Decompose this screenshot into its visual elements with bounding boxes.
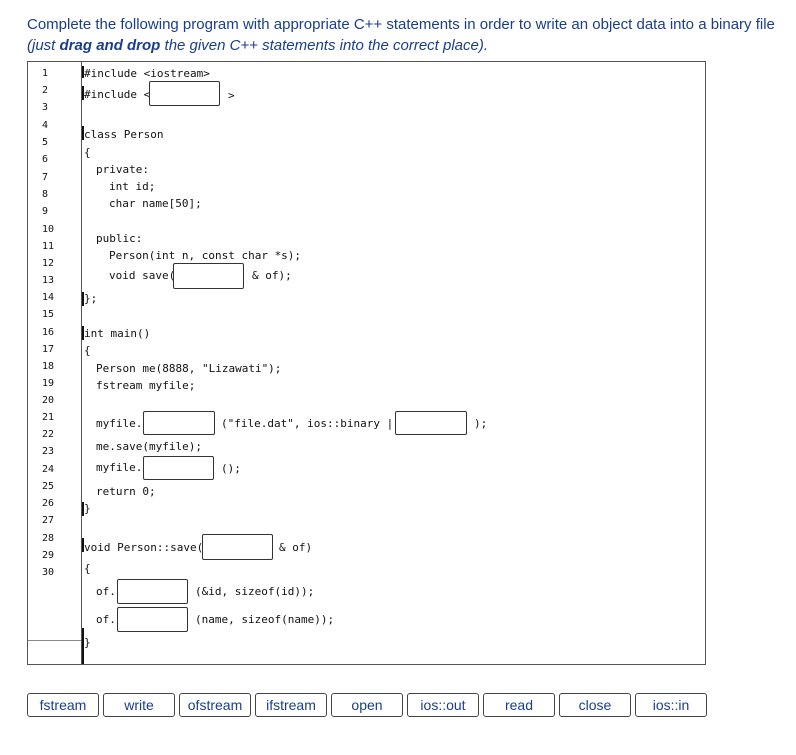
code-marker <box>82 538 84 552</box>
code-line: class Person <box>84 128 164 141</box>
gutter-divider <box>81 62 82 665</box>
code-marker <box>82 126 84 140</box>
line-number: 21 <box>42 412 55 423</box>
code-line: ("file.dat", ios::binary | <box>221 417 394 430</box>
code-line: (&id, sizeof(id)); <box>195 585 315 598</box>
code-line: public: <box>96 232 143 245</box>
line-number: 9 <box>42 206 49 217</box>
option-close[interactable]: close <box>559 693 631 717</box>
blank-write-method-name[interactable] <box>117 607 188 632</box>
blank-close-method[interactable] <box>143 456 214 480</box>
gutter-end-divider <box>28 640 81 641</box>
code-line: > <box>228 89 235 102</box>
line-number: 12 <box>42 258 55 269</box>
line-number: 18 <box>42 361 55 372</box>
code-line: myfile. <box>96 461 143 474</box>
code-marker <box>82 628 84 664</box>
option-ifstream[interactable]: ifstream <box>255 693 327 717</box>
code-line: }; <box>84 292 98 305</box>
code-line: char name[50]; <box>109 197 202 210</box>
instruction-part: Complete the following program with appr… <box>27 16 775 33</box>
code-line: int id; <box>109 180 156 193</box>
blank-write-method-id[interactable] <box>117 579 188 604</box>
code-marker <box>82 326 84 340</box>
line-number: 20 <box>42 395 55 406</box>
option-ios-out[interactable]: ios::out <box>407 693 479 717</box>
option-ofstream[interactable]: ofstream <box>179 693 251 717</box>
blank-header-drop-zone[interactable] <box>149 81 220 106</box>
code-line: & of) <box>279 541 313 554</box>
code-line: of. <box>96 613 116 626</box>
code-line: Person(int n, const char *s); <box>109 249 302 262</box>
code-line: ); <box>474 417 488 430</box>
option-ios-in[interactable]: ios::in <box>635 693 707 717</box>
code-line: fstream myfile; <box>96 379 196 392</box>
line-number: 30 <box>42 567 55 578</box>
instruction-part: the given C++ statements into the correc… <box>160 37 489 54</box>
code-line: & of); <box>252 269 292 282</box>
code-line: { <box>84 344 91 357</box>
line-number: 23 <box>42 446 55 457</box>
line-number: 24 <box>42 464 55 475</box>
line-number: 29 <box>42 550 55 561</box>
option-fstream[interactable]: fstream <box>27 693 99 717</box>
line-number: 17 <box>42 344 55 355</box>
line-number: 8 <box>42 189 49 200</box>
code-marker <box>82 502 84 516</box>
code-line: return 0; <box>96 485 156 498</box>
code-line: private: <box>96 163 149 176</box>
code-marker <box>82 66 84 78</box>
code-line: Person me(8888, "Lizawati"); <box>96 362 282 375</box>
line-number: 10 <box>42 224 55 235</box>
blank-save-param-type[interactable] <box>173 263 244 289</box>
line-number: 28 <box>42 533 55 544</box>
blank-open-mode[interactable] <box>395 411 467 435</box>
line-number: 11 <box>42 241 55 252</box>
line-number: 27 <box>42 515 55 526</box>
line-number: 14 <box>42 292 55 303</box>
line-number: 4 <box>42 120 49 131</box>
code-line: #include <iostream> <box>84 67 210 80</box>
line-number: 25 <box>42 481 55 492</box>
code-line: void save( <box>109 269 176 282</box>
line-number: 1 <box>42 68 49 79</box>
line-number: 3 <box>42 102 49 113</box>
line-number: 19 <box>42 378 55 389</box>
line-number: 15 <box>42 309 55 320</box>
line-number: 2 <box>42 85 49 96</box>
code-line: myfile. <box>96 417 143 430</box>
line-number: 26 <box>42 498 55 509</box>
code-line: { <box>84 562 91 575</box>
option-open[interactable]: open <box>331 693 403 717</box>
blank-save-def-param-type[interactable] <box>202 534 273 560</box>
code-line: int main() <box>84 327 151 340</box>
line-number: 16 <box>42 327 55 338</box>
code-line: me.save(myfile); <box>96 440 202 453</box>
code-line: } <box>84 636 91 649</box>
line-number: 6 <box>42 154 49 165</box>
instruction-part: (just <box>27 37 60 54</box>
line-number: 5 <box>42 137 49 148</box>
code-editor: 1 2 3 4 5 6 7 8 9 10 11 12 13 14 15 16 1… <box>27 61 706 665</box>
blank-file-method[interactable] <box>143 411 215 435</box>
code-line: #include < <box>84 88 151 101</box>
instruction-emphasis: drag and drop <box>59 37 161 54</box>
code-marker <box>82 292 84 306</box>
option-write[interactable]: write <box>103 693 175 717</box>
code-line: (); <box>221 462 241 475</box>
option-read[interactable]: read <box>483 693 555 717</box>
instruction-text: Complete the following program with appr… <box>27 14 787 56</box>
code-line: } <box>84 502 91 515</box>
code-line: (name, sizeof(name)); <box>195 613 335 626</box>
line-number: 7 <box>42 172 49 183</box>
code-line: void Person::save( <box>84 541 204 554</box>
line-number: 13 <box>42 275 55 286</box>
code-line: { <box>84 146 91 159</box>
line-number: 22 <box>42 429 55 440</box>
code-line: of. <box>96 585 116 598</box>
code-marker <box>82 86 84 100</box>
